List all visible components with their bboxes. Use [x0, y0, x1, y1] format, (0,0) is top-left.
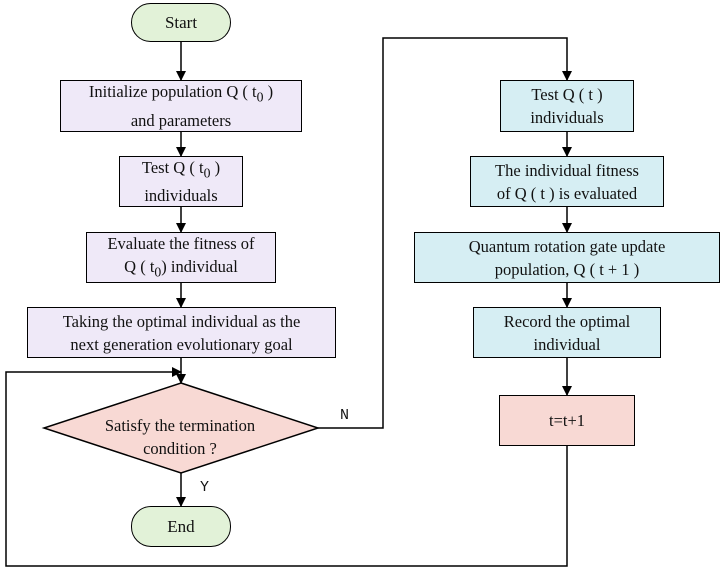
quantum-update-box: Quantum rotation gate update population,…	[414, 232, 720, 283]
optimal-goal-box: Taking the optimal individual as the nex…	[27, 307, 336, 358]
end-label: End	[167, 517, 195, 536]
eval-qt-line1: The individual fitness	[495, 160, 639, 180]
init-line1: Initialize population Q ( t0 )	[88, 82, 274, 105]
record-line2: individual	[533, 334, 601, 354]
yes-branch-label: Y	[200, 479, 210, 496]
init-line2: and parameters	[130, 110, 232, 130]
decision-line1: Satisfy the termination	[104, 416, 256, 435]
goal-line1: Taking the optimal individual as the	[62, 311, 301, 331]
quantum-line1: Quantum rotation gate update	[468, 236, 666, 256]
test-qt-box: Test Q ( t ) individuals	[500, 80, 634, 132]
record-line1: Record the optimal	[503, 311, 631, 331]
eval-q0-line1: Evaluate the fitness of	[107, 233, 255, 253]
edge-increment-loop-back	[5, 367, 568, 567]
init-population-box: Initialize population Q ( t0 ) and param…	[60, 80, 302, 132]
no-branch-label: N	[340, 407, 350, 424]
end-terminal: End	[131, 506, 231, 547]
goal-line2: next generation evolutionary goal	[70, 334, 293, 354]
eval-qt-line2: of Q ( t ) is evaluated	[496, 183, 638, 203]
test-q0-line2: individuals	[144, 186, 218, 206]
eval-q0-line2: Q ( t0) individual	[124, 256, 238, 280]
increment-label: t=t+1	[548, 411, 586, 430]
decision-label: Satisfy the termination condition ?	[60, 408, 300, 466]
decision-line2: condition ?	[143, 439, 217, 458]
quantum-line2: population, Q ( t + 1 )	[494, 259, 640, 279]
evaluate-q0-box: Evaluate the fitness of Q ( t0) individu…	[86, 232, 276, 283]
increment-box: t=t+1	[499, 395, 635, 446]
test-qt-line1: Test Q ( t )	[531, 85, 603, 104]
test-q0-box: Test Q ( t0 ) individuals	[119, 156, 243, 207]
edge-decision-no-branch	[318, 37, 572, 429]
start-terminal: Start	[131, 3, 231, 42]
test-q0-line1: Test Q ( t0 )	[141, 157, 221, 181]
test-qt-line2: individuals	[530, 108, 604, 127]
decision-diamond	[41, 382, 321, 474]
record-optimal-box: Record the optimal individual	[473, 307, 661, 358]
start-label: Start	[164, 13, 198, 32]
evaluate-qt-box: The individual fitness of Q ( t ) is eva…	[470, 156, 664, 207]
